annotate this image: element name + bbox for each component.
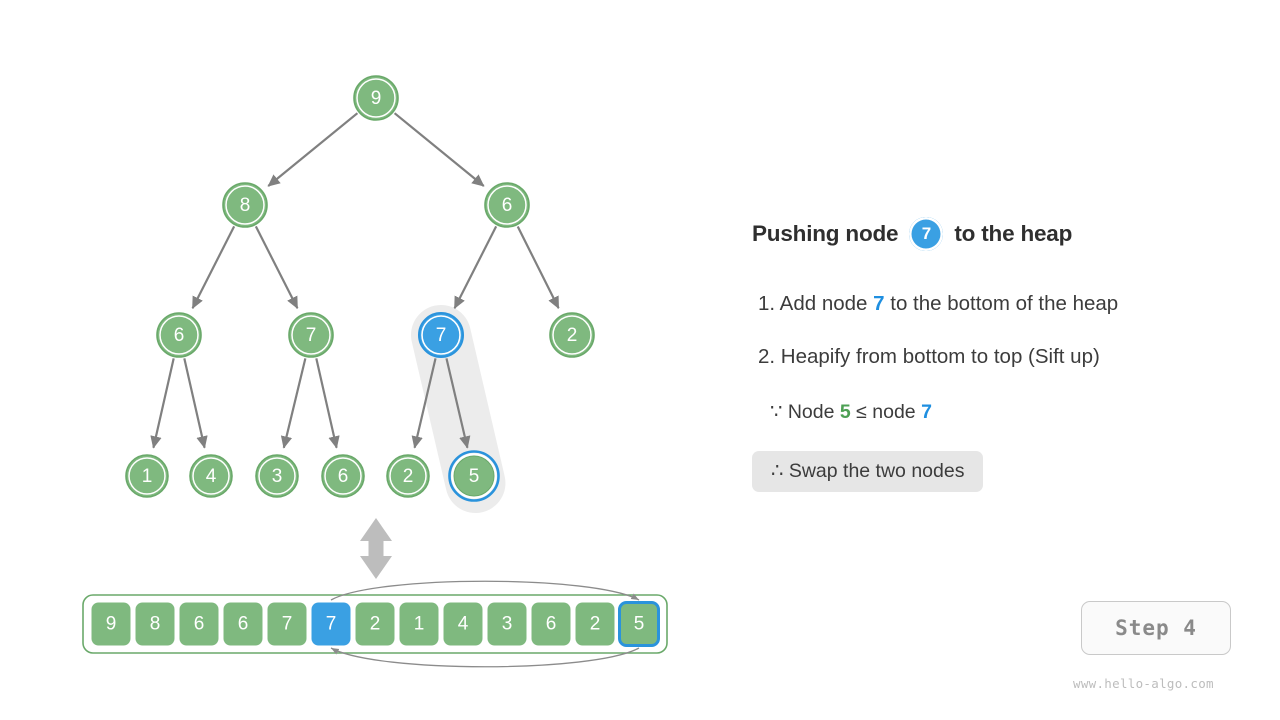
tree-edge bbox=[315, 358, 340, 449]
tree-edge bbox=[267, 112, 359, 187]
explanation-panel: Pushing node 7 to the heap 1. Add node 7… bbox=[752, 0, 1280, 720]
tree-edge bbox=[183, 358, 208, 449]
array-cell-label: 9 bbox=[106, 614, 117, 635]
page-title: Pushing node 7 to the heap bbox=[752, 214, 1072, 254]
tree-node-9[interactable]: 9 bbox=[353, 75, 399, 121]
array-cell[interactable]: 7 bbox=[267, 602, 307, 646]
tree-node-4[interactable]: 4 bbox=[189, 454, 233, 498]
step-item-1: 1. Add node 7 to the bottom of the heap bbox=[758, 292, 1118, 316]
array-cell-label: 6 bbox=[194, 614, 205, 635]
tree-node-label: 3 bbox=[272, 466, 283, 487]
array-cell-label: 2 bbox=[590, 614, 601, 635]
array-cell[interactable]: 2 bbox=[355, 602, 395, 646]
array-cell-label: 5 bbox=[634, 614, 645, 635]
tree-edge bbox=[445, 358, 471, 449]
tree-edge bbox=[453, 225, 498, 310]
array-container bbox=[82, 594, 668, 654]
swap-arrow-forward bbox=[330, 580, 640, 601]
tree-node-5[interactable]: 5 bbox=[448, 450, 500, 502]
tree-node-label: 6 bbox=[502, 195, 513, 216]
heap-diagram-panel: 9 8 6 6 7 7 2 1 4 3 6 2 5 9 8 6 6 7 7 2 1 4 3 6 2 5 bbox=[82, 75, 668, 668]
watermark: www.hello-algo.com bbox=[1073, 676, 1214, 691]
tree-edge bbox=[254, 225, 299, 310]
step-2-prefix: 2. Heapify from bottom to top (Sift up) bbox=[758, 345, 1100, 368]
array-cell-label: 3 bbox=[502, 614, 513, 635]
tree-node-label: 8 bbox=[240, 195, 251, 216]
tree-node-label: 6 bbox=[174, 325, 185, 346]
tree-node-label: 2 bbox=[403, 466, 414, 487]
binary-heap-tree-svg: 9 8 6 6 7 7 2 1 4 3 6 2 5 9 8 6 6 7 7 2 1 4 3 6 2 5 bbox=[82, 75, 668, 668]
tree-node-3[interactable]: 3 bbox=[255, 454, 299, 498]
array-cell-label: 7 bbox=[326, 614, 337, 635]
array-swap-arrows bbox=[330, 580, 640, 668]
tree-edge bbox=[280, 358, 307, 449]
array-cell[interactable]: 6 bbox=[223, 602, 263, 646]
because-operator: ≤ node bbox=[850, 401, 922, 423]
step-item-2: 2. Heapify from bottom to top (Sift up) bbox=[758, 345, 1100, 369]
therefore-text: Swap the two nodes bbox=[783, 460, 965, 482]
tree-edge bbox=[516, 225, 560, 309]
tree-node-label: 5 bbox=[469, 466, 480, 487]
array-cell[interactable]: 2 bbox=[575, 602, 615, 646]
array-cell-label: 4 bbox=[458, 614, 469, 635]
step-1-value: 7 bbox=[873, 292, 885, 315]
array-cell-label: 6 bbox=[546, 614, 557, 635]
tree-node-label: 7 bbox=[436, 325, 447, 346]
array-cell[interactable]: 1 bbox=[399, 602, 439, 646]
step-1-prefix: 1. Add node bbox=[758, 292, 874, 315]
tree-node-label: 2 bbox=[567, 325, 578, 346]
array-cell[interactable]: 9 bbox=[91, 602, 131, 646]
because-prefix: Node bbox=[782, 401, 840, 423]
tree-node-7[interactable]: 7 bbox=[418, 312, 464, 358]
tree-node-label: 4 bbox=[206, 466, 217, 487]
tree-node-label: 6 bbox=[338, 466, 349, 487]
array-cell[interactable]: 4 bbox=[443, 602, 483, 646]
tree-node-2[interactable]: 2 bbox=[549, 312, 595, 358]
step-badge: Step 4 bbox=[1081, 601, 1231, 655]
tree-edge bbox=[411, 358, 437, 449]
array-cell[interactable]: 7 bbox=[311, 602, 351, 646]
tree-node-6[interactable]: 6 bbox=[484, 182, 530, 228]
array-cell-label: 1 bbox=[414, 614, 425, 635]
title-suffix: to the heap bbox=[954, 221, 1073, 246]
title-prefix: Pushing node bbox=[752, 221, 899, 246]
swap-arrow-backward bbox=[330, 647, 640, 668]
because-symbol: ∵ bbox=[770, 401, 783, 423]
because-left-value: 5 bbox=[839, 401, 851, 423]
tree-nodes: 9 8 6 6 7 7 2 1 4 3 6 2 5 bbox=[125, 75, 595, 502]
array-representation: 9 8 6 6 7 7 2 1 4 3 6 2 5 bbox=[82, 594, 668, 654]
array-cell[interactable]: 6 bbox=[179, 602, 219, 646]
tree-edge bbox=[150, 358, 175, 449]
array-cell-label: 7 bbox=[282, 614, 293, 635]
reason-because: ∵ Node 5 ≤ node 7 bbox=[770, 400, 932, 424]
tree-node-7[interactable]: 7 bbox=[288, 312, 334, 358]
tree-node-label: 7 bbox=[306, 325, 317, 346]
tree-edge bbox=[191, 225, 236, 310]
tree-edges bbox=[150, 112, 560, 449]
tree-edge bbox=[393, 112, 485, 187]
tree-node-8[interactable]: 8 bbox=[222, 182, 268, 228]
tree-node-2[interactable]: 2 bbox=[386, 454, 430, 498]
tree-node-1[interactable]: 1 bbox=[125, 454, 169, 498]
array-cell[interactable]: 3 bbox=[487, 602, 527, 646]
tree-node-6[interactable]: 6 bbox=[321, 454, 365, 498]
title-node-chip-value: 7 bbox=[921, 224, 931, 243]
tree-node-label: 9 bbox=[371, 88, 382, 109]
array-cell-label: 8 bbox=[150, 614, 161, 635]
title-node-chip: 7 bbox=[909, 217, 944, 251]
array-cell-label: 6 bbox=[238, 614, 249, 635]
array-cell-label: 2 bbox=[370, 614, 381, 635]
array-cell[interactable]: 6 bbox=[531, 602, 571, 646]
step-1-suffix: to the bottom of the heap bbox=[884, 292, 1119, 315]
therefore-symbol: ∴ bbox=[771, 460, 784, 482]
tree-array-sync-arrow bbox=[360, 518, 392, 579]
array-cell[interactable]: 5 bbox=[618, 601, 660, 647]
tree-node-6[interactable]: 6 bbox=[156, 312, 202, 358]
array-cell[interactable]: 8 bbox=[135, 602, 175, 646]
tree-node-label: 1 bbox=[142, 466, 153, 487]
reason-therefore: ∴ Swap the two nodes bbox=[752, 451, 984, 492]
because-right-value: 7 bbox=[921, 401, 932, 423]
